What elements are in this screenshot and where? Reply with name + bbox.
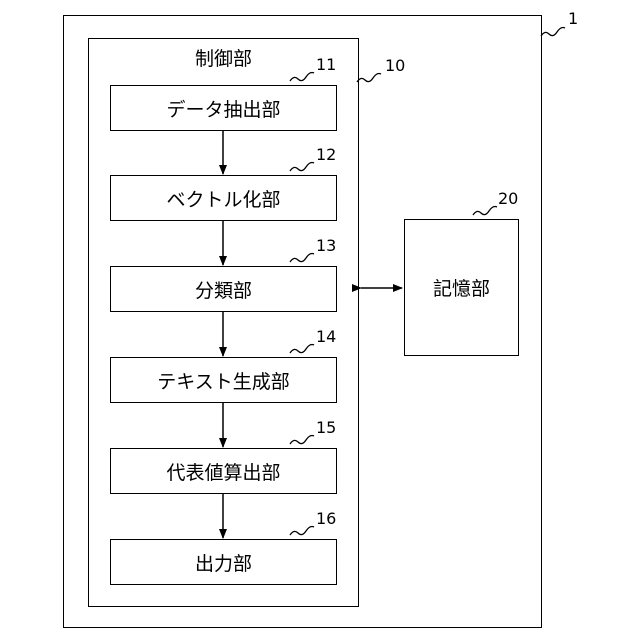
leader-11: [290, 73, 314, 82]
leader-20: [473, 207, 497, 216]
leader-13: [290, 254, 314, 263]
ref-unit-12: 12: [316, 147, 336, 163]
ref-unit-13: 13: [316, 238, 336, 254]
ref-unit-14: 14: [316, 329, 336, 345]
leader-16: [290, 527, 314, 536]
leader-10: [357, 74, 381, 83]
leader-1: [541, 28, 565, 37]
ref-unit-11: 11: [316, 57, 336, 73]
ref-system: 1: [568, 11, 578, 27]
leader-14: [290, 345, 314, 354]
ref-storage: 20: [498, 191, 518, 207]
ref-unit-16: 16: [316, 511, 336, 527]
ref-unit-15: 15: [316, 420, 336, 436]
leader-15: [290, 436, 314, 445]
leader-12: [290, 163, 314, 172]
ref-control: 10: [385, 58, 405, 74]
